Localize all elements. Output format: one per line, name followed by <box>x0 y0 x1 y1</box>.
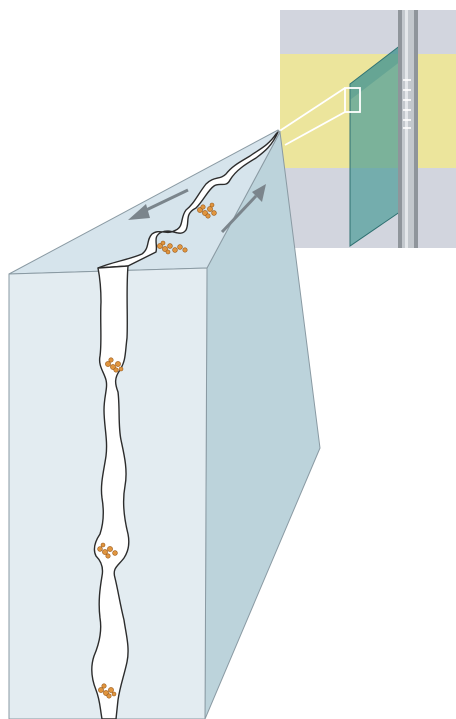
callout-leader-lines <box>277 87 346 146</box>
rock-block <box>8 129 321 719</box>
inset-borehole-highlight <box>405 10 408 248</box>
mineral-cluster-top-upper <box>197 202 217 219</box>
borehole-inset <box>280 10 456 248</box>
inset-fault-plane-upper <box>350 38 410 100</box>
callout-box-icon <box>344 87 361 113</box>
mineral-cluster-front-2 <box>97 542 118 559</box>
mineral-cluster-front-1 <box>105 357 124 373</box>
shear-arrow-right <box>220 184 266 234</box>
mineral-deposit-icon <box>97 202 217 699</box>
opposing-shear-arrows-icon <box>128 184 266 234</box>
mineral-cluster-top-lower <box>157 240 188 255</box>
inset-borehole-ticks <box>403 79 411 129</box>
shear-arrow-left <box>128 188 189 220</box>
fracture-front-trace <box>91 265 130 719</box>
mineral-cluster-front-3 <box>98 683 117 699</box>
fracture-top-trace <box>97 131 279 269</box>
